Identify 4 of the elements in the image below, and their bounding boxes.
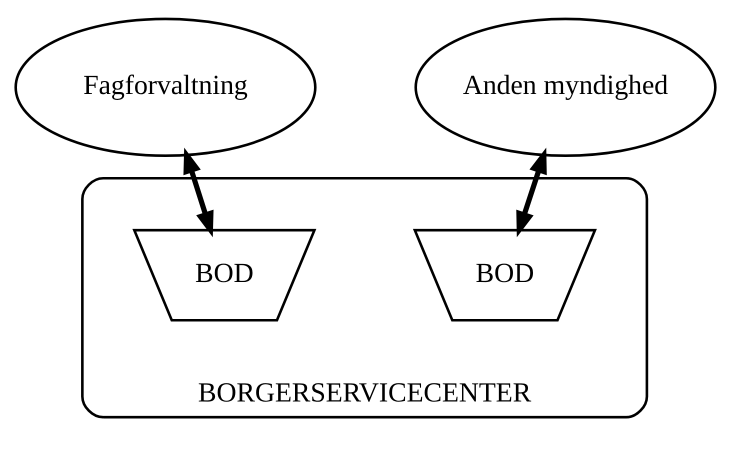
node-ellipse: Anden myndighed xyxy=(414,18,717,158)
arrow xyxy=(516,148,547,238)
node-ellipse: Fagforvaltning xyxy=(14,18,317,158)
arrow xyxy=(183,148,214,238)
